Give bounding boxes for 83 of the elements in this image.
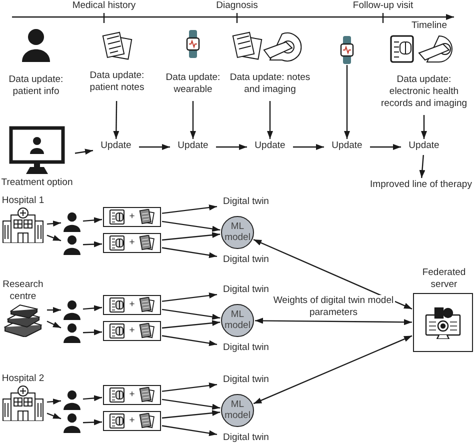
site-label: Hospital 1 <box>2 195 44 207</box>
outcome-label: Improved line of therapy <box>369 179 473 191</box>
digital-twin-label: Digital twin <box>222 342 270 354</box>
ml-model-circle <box>221 216 254 249</box>
plus-sign: + <box>129 237 135 249</box>
timeline-label: Diagnosis <box>216 0 258 12</box>
ml-model-label: ML model <box>224 222 252 244</box>
timeline-label: Follow-up visit <box>352 0 414 12</box>
arrow <box>113 101 120 139</box>
arrow <box>162 382 218 392</box>
update-label: Update <box>176 140 210 152</box>
data-update-label: Data update: electronic health records and imaging <box>380 74 468 110</box>
edge-label: Weights of digital twin model parameters <box>271 295 396 320</box>
arrow <box>82 329 102 336</box>
arrow <box>162 232 220 241</box>
arrow <box>162 398 220 410</box>
data-box <box>103 295 161 315</box>
plus-sign: + <box>129 211 135 223</box>
arrow <box>162 204 218 214</box>
arrow <box>253 238 412 310</box>
arrow <box>82 305 102 312</box>
arrow <box>162 335 218 346</box>
arrow <box>46 412 62 420</box>
digital-twin-label: Digital twin <box>222 432 270 444</box>
arrow <box>162 425 218 436</box>
arrow <box>162 247 218 258</box>
arrow <box>419 154 426 178</box>
data-box <box>103 411 161 431</box>
arrow <box>162 220 220 232</box>
arrow <box>46 234 62 242</box>
arrow <box>216 144 247 150</box>
arrow <box>46 220 62 227</box>
arrow <box>74 148 94 155</box>
arrow <box>267 101 273 139</box>
arrow <box>46 320 62 328</box>
update-label: Update <box>408 140 440 152</box>
data-update-label: Data update: patient info <box>8 74 64 98</box>
plus-sign: + <box>129 415 135 427</box>
update-label: Update <box>254 140 286 152</box>
data-box <box>103 385 161 405</box>
arrow <box>255 318 412 326</box>
arrow <box>190 101 196 139</box>
arrow <box>139 144 170 150</box>
update-label: Update <box>330 140 364 152</box>
site-label: Hospital 2 <box>2 373 44 385</box>
ml-model-circle <box>221 304 254 337</box>
data-box <box>103 207 161 227</box>
digital-twin-label: Digital twin <box>222 196 270 208</box>
data-update-label: Data update: patient notes <box>88 70 146 94</box>
arrow <box>82 419 102 426</box>
arrow <box>253 335 412 404</box>
ml-model-label: ML model <box>224 310 252 332</box>
digital-twin-label: Digital twin <box>222 254 270 266</box>
plus-sign: + <box>129 389 135 401</box>
arrow <box>162 410 220 419</box>
arrow <box>293 144 324 150</box>
arrow <box>46 398 62 405</box>
digital-twin-label: Digital twin <box>222 284 270 296</box>
arrow <box>82 241 102 248</box>
treatment-label: Treatment option <box>1 177 73 189</box>
arrow <box>82 395 102 402</box>
site-label: Research centre <box>2 279 44 303</box>
plus-sign: + <box>129 325 135 337</box>
data-box <box>103 321 161 341</box>
arrow <box>421 115 427 139</box>
timeline-label: Timeline <box>411 20 447 32</box>
arrow <box>82 217 102 224</box>
ml-model-circle <box>221 394 254 427</box>
plus-sign: + <box>129 299 135 311</box>
arrow <box>47 307 61 313</box>
update-label: Update <box>100 140 132 152</box>
digital-twin-label: Digital twin <box>222 374 270 386</box>
data-update-label: Data update: notes and imaging <box>228 72 312 96</box>
data-box <box>103 233 161 253</box>
arrow <box>344 65 350 139</box>
server-label: Federated server <box>421 267 467 291</box>
data-update-label: Data update: wearable <box>164 72 222 96</box>
timeline-label: Medical history <box>72 0 136 12</box>
arrow <box>370 144 401 150</box>
arrow <box>162 320 220 329</box>
ml-model-label: ML model <box>224 400 252 422</box>
arrow <box>162 308 220 320</box>
arrow <box>162 292 218 302</box>
